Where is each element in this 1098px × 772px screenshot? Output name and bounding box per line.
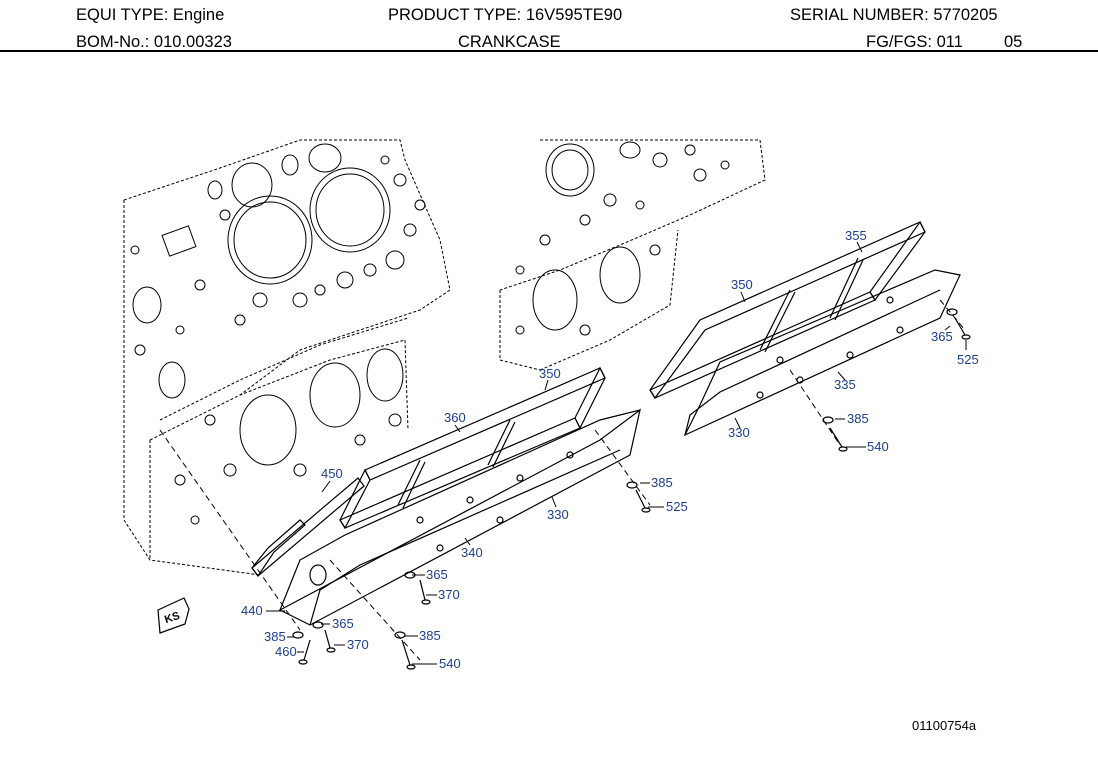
crankcase-right: [499, 139, 766, 371]
callout-350-right: 350: [731, 277, 753, 292]
callout-360: 360: [444, 410, 466, 425]
callout-335: 335: [834, 377, 856, 392]
serial-number: SERIAL NUMBER: 5770205: [790, 6, 998, 24]
left-cover-plate: [278, 408, 641, 626]
bom-number: BOM-No.: 010.00323: [76, 33, 232, 51]
ks-direction-symbol: KS: [157, 597, 190, 634]
equi-type: EQUI TYPE: Engine: [76, 6, 225, 24]
page-title: CRANKCASE: [458, 33, 561, 51]
callout-440: 440: [241, 603, 263, 618]
callout-385-right: 385: [847, 411, 869, 426]
leader-lines: [266, 241, 967, 665]
header-rule: [0, 50, 1098, 52]
callout-365-mid: 365: [426, 567, 448, 582]
callout-540-left: 540: [439, 656, 461, 671]
crankcase-left: [123, 139, 451, 576]
callout-450: 450: [321, 466, 343, 481]
callout-355: 355: [845, 228, 867, 243]
right-cover-plate: [683, 269, 961, 437]
callout-330-left: 330: [547, 507, 569, 522]
product-type: PRODUCT TYPE: 16V595TE90: [388, 6, 623, 24]
fg-fgs: FG/FGS: 011: [866, 33, 963, 51]
callout-460: 460: [275, 644, 297, 659]
callout-540-right: 540: [867, 439, 889, 454]
left-gasket-frame: [251, 366, 606, 578]
fg-fgs-sub: 05: [1004, 33, 1023, 51]
callout-370-mid: 370: [438, 587, 460, 602]
callout-385-left: 385: [264, 629, 286, 644]
callout-365-left: 365: [332, 616, 354, 631]
ks-label: KS: [163, 610, 181, 626]
callout-525-mid: 525: [666, 499, 688, 514]
callout-365-right: 365: [931, 329, 953, 344]
callout-340: 340: [461, 545, 483, 560]
callout-350-left: 350: [539, 366, 561, 381]
fasteners: [292, 308, 971, 670]
callout-330-right: 330: [728, 425, 750, 440]
assembly-lines: [159, 299, 966, 661]
callout-385-lower: 385: [419, 628, 441, 643]
callout-385-mid: 385: [651, 475, 673, 490]
callout-labels: 355 350 365 525 335 385 330 540 350 360 …: [241, 228, 979, 671]
callout-525-right: 525: [957, 352, 979, 367]
drawing-number: 01100754a: [912, 718, 977, 733]
right-gasket-frame: [649, 220, 926, 400]
callout-370-left: 370: [347, 637, 369, 652]
